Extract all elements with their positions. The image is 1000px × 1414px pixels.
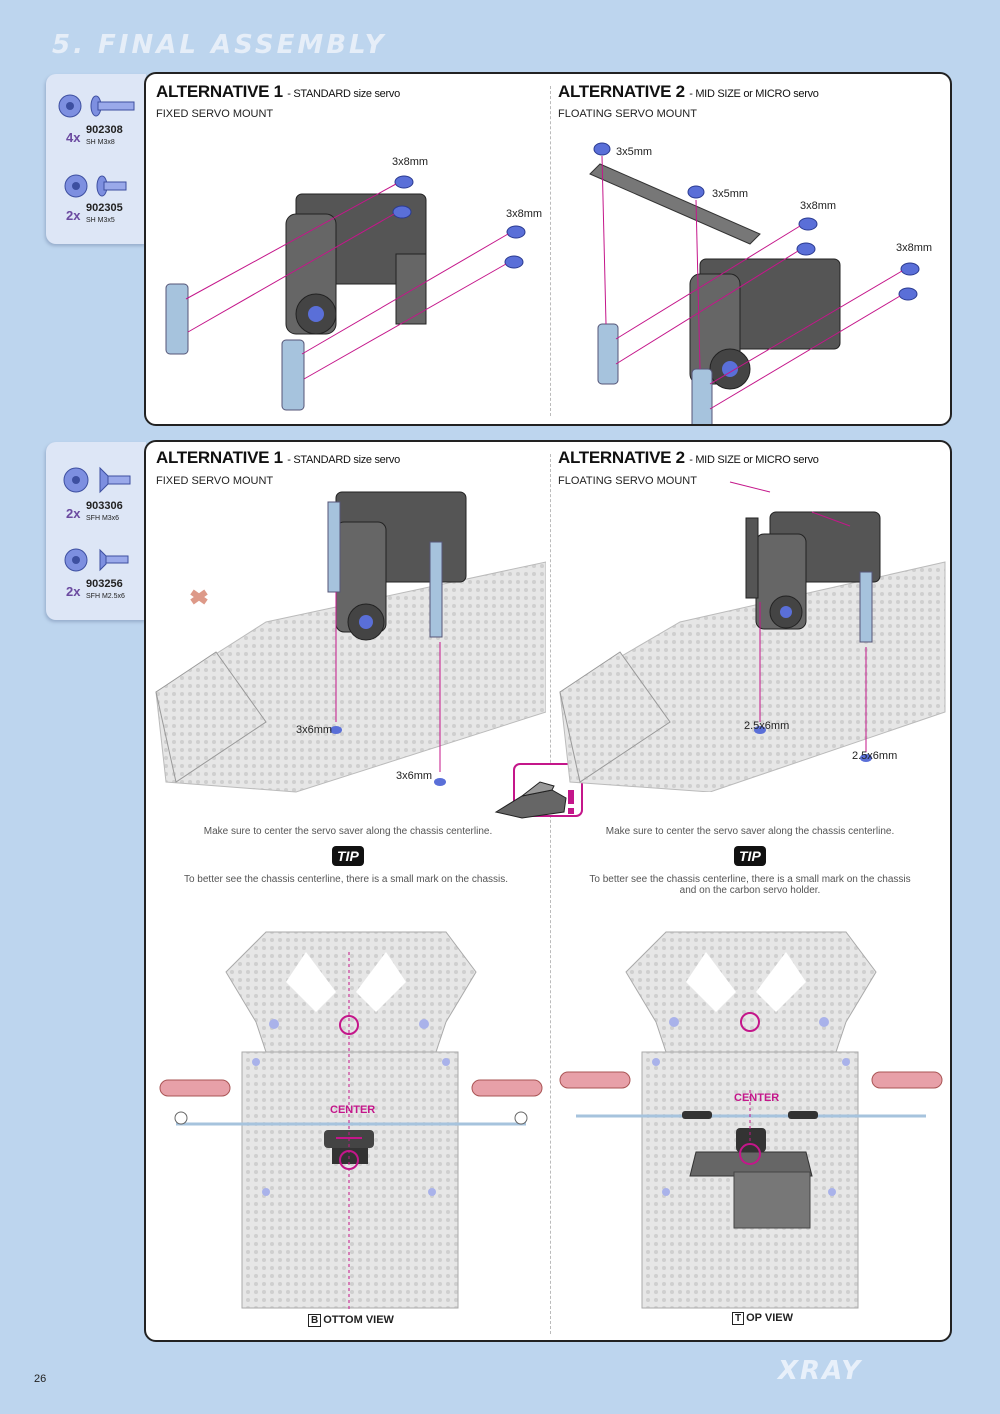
center-label: CENTER	[330, 1104, 376, 1116]
part-desc: SH M3x5	[86, 217, 115, 224]
part-number: 903306	[86, 500, 123, 512]
part-qty: 2x	[66, 506, 81, 521]
alt2-subtitle: - MID SIZE or MICRO servo	[689, 88, 819, 100]
tip-text: To better see the chassis centerline, th…	[183, 874, 509, 885]
parts-panel-top: 4x 902308 SH M3x8 2x 902305 SH M3x5	[46, 74, 146, 244]
part-item: 4x 902308 SH M3x8	[46, 88, 146, 158]
chassis-install-alt1-illustration	[155, 491, 546, 793]
alt1-title: ALTERNATIVE 1 - STANDARD size servo	[156, 82, 400, 102]
center-label: CENTER	[734, 1092, 780, 1104]
part-desc: SFH M3x6	[86, 515, 120, 522]
alt1-title-text: ALTERNATIVE 1	[156, 82, 283, 101]
dim-label: 3x5mm	[616, 146, 653, 158]
part-number: 902308	[86, 124, 123, 136]
divider	[550, 454, 551, 1334]
chassis-install-alt2-illustration	[559, 481, 946, 792]
screw-sfh-m2-5x6-icon	[64, 548, 129, 572]
dim-label: 3x6mm	[396, 770, 433, 782]
alt1-mount-label: FIXED SERVO MOUNT	[156, 475, 274, 487]
part-item: 2x 902305 SH M3x5	[46, 168, 146, 238]
alt1-subtitle: - STANDARD size servo	[287, 454, 400, 466]
chassis-top-view-illustration	[559, 931, 943, 1309]
alt2-title: ALTERNATIVE 2 - MID SIZE or MICRO servo	[558, 82, 819, 102]
chassis-bottom-view-illustration	[159, 931, 543, 1312]
step-box-top: ALTERNATIVE 1 - STANDARD size servo FIXE…	[144, 72, 952, 426]
dim-label: 2.5x6mm	[744, 720, 790, 732]
part-item: 2x 903256 SFH M2.5x6	[46, 542, 146, 614]
centerline-note: Make sure to center the servo saver alon…	[605, 826, 895, 837]
car-body-warning-icon	[494, 763, 583, 819]
tip-badge: TIP	[332, 846, 364, 866]
centerline-note: Make sure to center the servo saver alon…	[203, 826, 493, 837]
view-label-rest: OP	[746, 1312, 762, 1324]
dim-label: 2.5x6mm	[852, 750, 898, 762]
alt1-title-text: ALTERNATIVE 1	[156, 448, 283, 467]
screw-m3x5-icon	[64, 174, 127, 198]
alt2-title-text: ALTERNATIVE 2	[558, 448, 685, 467]
screw-sfh-m3x6-icon	[63, 466, 131, 494]
part-qty: 2x	[66, 584, 81, 599]
step-box-bottom: ALTERNATIVE 1 - STANDARD size servo FIXE…	[144, 440, 952, 1342]
view-label-initial: B	[308, 1314, 322, 1327]
section-title: 5. FINAL ASSEMBLY	[52, 30, 387, 60]
dim-label: 3x5mm	[712, 188, 749, 200]
view-label-word: VIEW	[365, 1314, 394, 1326]
servo-fixed-mount-illustration	[165, 175, 526, 411]
alt1-title: ALTERNATIVE 1 - STANDARD size servo	[156, 448, 400, 468]
servo-floating-mount-illustration	[589, 142, 920, 424]
xray-logo: XRAY	[778, 1356, 863, 1386]
tip-badge: TIP	[734, 846, 766, 866]
dim-label: 3x8mm	[506, 208, 543, 220]
alt2-title-text: ALTERNATIVE 2	[558, 82, 685, 101]
dim-label: 3x6mm	[296, 724, 333, 736]
page-number: 26	[34, 1373, 47, 1385]
alt1-subtitle: - STANDARD size servo	[287, 88, 400, 100]
part-item: 2x 903306 SFH M3x6	[46, 462, 146, 534]
part-desc: SH M3x8	[86, 139, 115, 146]
part-number: 902305	[86, 202, 123, 214]
alt2-title: ALTERNATIVE 2 - MID SIZE or MICRO servo	[558, 448, 819, 468]
divider	[550, 86, 551, 416]
alt2-mount-label: FLOATING SERVO MOUNT	[558, 108, 697, 120]
part-qty: 4x	[66, 130, 81, 145]
alt2-subtitle: - MID SIZE or MICRO servo	[689, 454, 819, 466]
alt2-mount-label: FLOATING SERVO MOUNT	[558, 475, 697, 487]
dim-label: 3x8mm	[896, 242, 933, 254]
parts-panel-bottom: 2x 903306 SFH M3x6 2x 903256 SFH M2.5x6	[46, 442, 146, 620]
tip-text: To better see the chassis centerline, th…	[589, 874, 911, 896]
dim-label: 3x8mm	[392, 156, 429, 168]
part-desc: SFH M2.5x6	[86, 593, 125, 600]
dim-label: 3x8mm	[800, 200, 837, 212]
alt1-mount-label: FIXED SERVO MOUNT	[156, 108, 274, 120]
part-number: 903256	[86, 578, 123, 590]
part-qty: 2x	[66, 208, 81, 223]
screw-m3x8-icon	[58, 94, 135, 118]
view-label-initial: T	[732, 1312, 745, 1325]
view-label-rest: OTTOM	[323, 1314, 363, 1326]
view-label-word: VIEW	[764, 1312, 793, 1324]
